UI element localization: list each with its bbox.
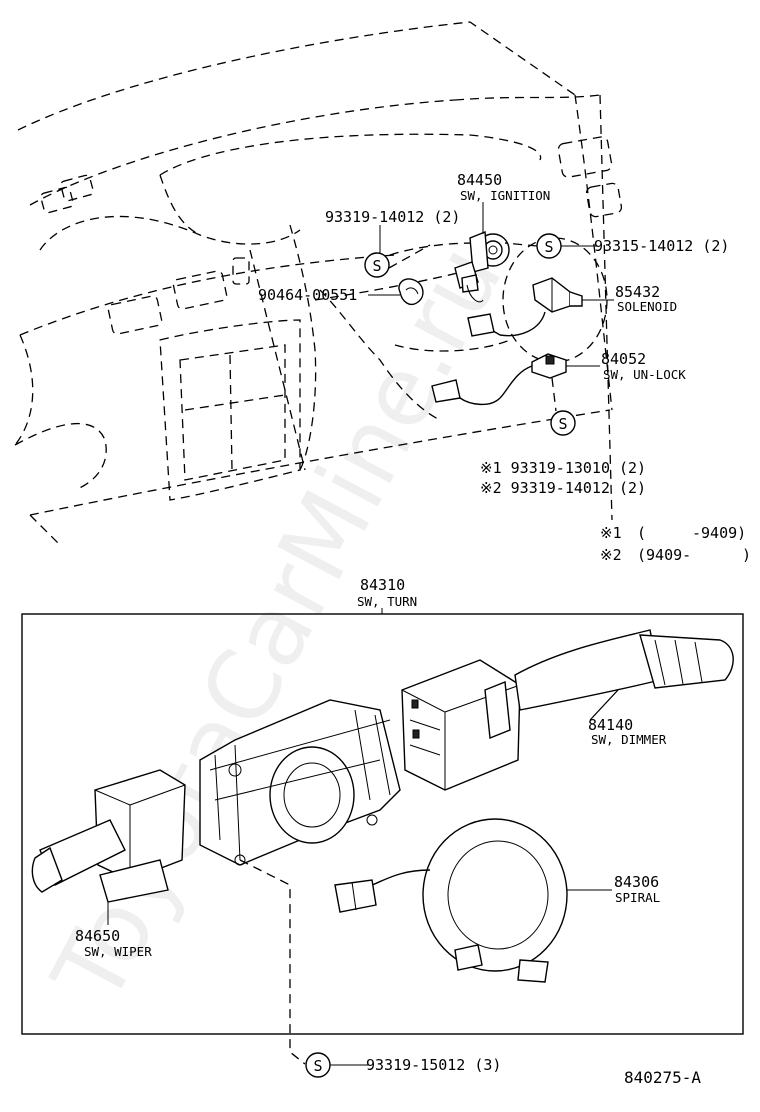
note-2-mark: ※2 bbox=[600, 546, 622, 564]
wiper-switch bbox=[31, 769, 186, 903]
note-1-open: ( bbox=[637, 524, 646, 542]
svg-text:S: S bbox=[313, 1057, 322, 1075]
leader-f5-dash bbox=[239, 859, 306, 1065]
label-84450-desc: SW, IGNITION bbox=[460, 188, 550, 203]
label-84310-desc: SW, TURN bbox=[357, 594, 417, 609]
note-2-value: (9409- bbox=[637, 546, 691, 564]
unlock-switch bbox=[431, 353, 567, 406]
label-85432-desc: SOLENOID bbox=[617, 299, 677, 314]
leader-f1-dash bbox=[388, 244, 431, 269]
label-f3: 90464-00551 bbox=[258, 286, 357, 304]
label-84650-number: 84650 bbox=[75, 927, 120, 945]
clip-90464 bbox=[398, 278, 424, 306]
label-84450-number: 84450 bbox=[457, 171, 502, 189]
solenoid bbox=[467, 277, 583, 337]
spiral-cable bbox=[334, 818, 568, 983]
label-84052-desc: SW, UN-LOCK bbox=[603, 367, 686, 382]
label-84310-number: 84310 bbox=[360, 576, 405, 594]
leader-84140 bbox=[591, 689, 619, 719]
turn-switch-body bbox=[199, 699, 401, 866]
label-84306-desc: SPIRAL bbox=[615, 890, 660, 905]
label-f4b: ※2 93319-14012 (2) bbox=[480, 479, 646, 497]
label-f4a: ※1 93319-13010 (2) bbox=[480, 459, 646, 477]
note-1-value: -9409) bbox=[692, 524, 746, 542]
assembly-frame bbox=[21, 613, 744, 1035]
screw-symbol-1: S bbox=[364, 252, 390, 278]
leader-f2-dash bbox=[504, 242, 538, 247]
ignition-switch bbox=[454, 230, 510, 303]
note-1-mark: ※1 bbox=[600, 524, 622, 542]
label-84306-number: 84306 bbox=[614, 873, 659, 891]
svg-text:S: S bbox=[544, 238, 553, 256]
label-84052-number: 84052 bbox=[601, 350, 646, 368]
label-84140-number: 84140 bbox=[588, 716, 633, 734]
leader-f4 bbox=[551, 377, 557, 412]
svg-text:S: S bbox=[372, 257, 381, 275]
label-f2: 93315-14012 (2) bbox=[594, 237, 729, 255]
figure-id: 840275-A bbox=[624, 1068, 701, 1087]
label-f1: 93319-14012 (2) bbox=[325, 208, 460, 226]
note-2-close: ) bbox=[742, 546, 751, 564]
svg-text:S: S bbox=[558, 415, 567, 433]
screw-symbol-4: S bbox=[305, 1052, 331, 1078]
screw-symbol-2: S bbox=[536, 233, 562, 259]
screw-symbol-3: S bbox=[550, 410, 576, 436]
label-85432-number: 85432 bbox=[615, 283, 660, 301]
label-f5: 93319-15012 (3) bbox=[366, 1056, 501, 1074]
label-84140-desc: SW, DIMMER bbox=[591, 732, 667, 747]
dimmer-switch bbox=[401, 629, 734, 791]
label-84650-desc: SW, WIPER bbox=[84, 944, 152, 959]
